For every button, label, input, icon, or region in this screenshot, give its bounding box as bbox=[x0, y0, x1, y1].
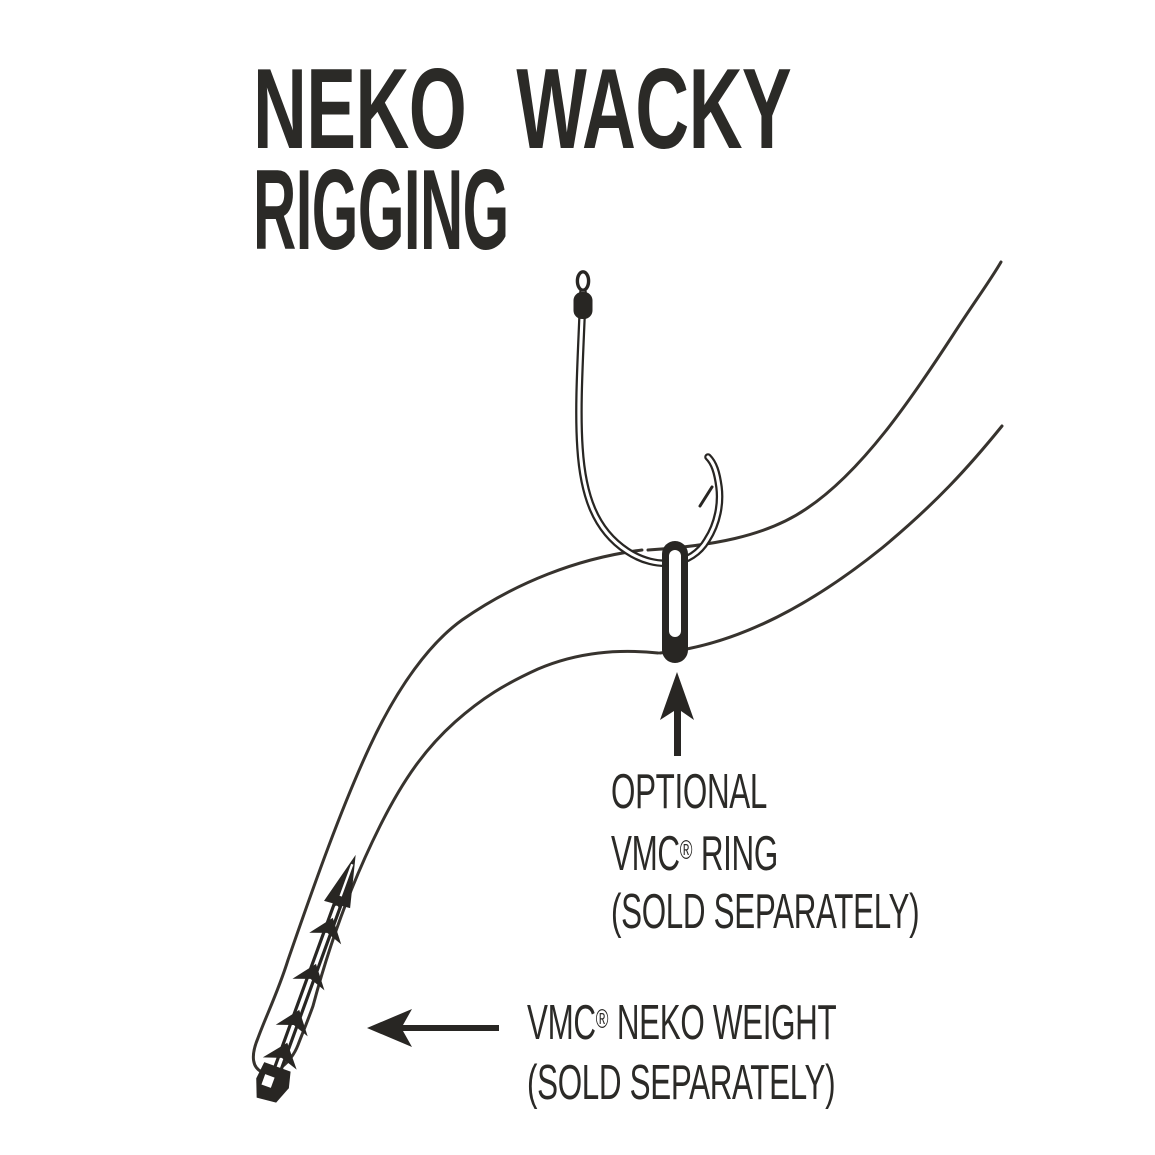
ring-label-line-3: (SOLD SEPARATELY) bbox=[611, 885, 920, 939]
weight-label: VMC® NEKO WEIGHT (SOLD SEPARATELY) bbox=[527, 989, 837, 1113]
worm-lower-right-edge bbox=[658, 424, 1004, 655]
title-line-1: NEKO WACKY bbox=[253, 46, 792, 173]
worm-upper-right-edge bbox=[646, 260, 1003, 552]
page-title: NEKO WACKY RIGGING bbox=[253, 46, 1074, 274]
hook-collar bbox=[573, 292, 593, 319]
hook-wire-inner bbox=[577, 290, 722, 565]
ring-label: OPTIONAL VMC® RING (SOLD SEPARATELY) bbox=[611, 763, 920, 941]
screw-thread-2 bbox=[292, 963, 325, 991]
weight-label-line-1-rest: NEKO WEIGHT bbox=[608, 996, 837, 1050]
registered-mark: ® bbox=[595, 1004, 609, 1034]
title-line-2: RIGGING bbox=[253, 147, 509, 274]
screw-base-notch bbox=[261, 1074, 275, 1088]
brand-name: VMC bbox=[611, 827, 680, 881]
neko-weight-screw-icon bbox=[256, 854, 356, 1103]
hook-eye bbox=[575, 270, 591, 292]
screw-thread-3 bbox=[275, 1009, 308, 1037]
screw-tip bbox=[324, 854, 356, 909]
screw-tip-seam bbox=[339, 863, 354, 897]
o-ring-slot bbox=[669, 550, 681, 637]
ring-label-line-1: OPTIONAL bbox=[611, 765, 768, 819]
screw-thread-1 bbox=[309, 917, 342, 945]
weight-label-line-2: (SOLD SEPARATELY) bbox=[527, 1056, 836, 1110]
up-arrow-icon bbox=[660, 672, 694, 756]
screw-thread-4 bbox=[262, 1042, 297, 1070]
ring-label-line-2-rest: RING bbox=[692, 827, 778, 881]
hook-barb bbox=[698, 485, 714, 508]
neko-o-ring-icon bbox=[662, 541, 688, 663]
left-arrow-icon bbox=[367, 1009, 499, 1047]
soft-plastic-worm-icon bbox=[251, 260, 1004, 1075]
ring-label-line-2: VMC® RING bbox=[611, 821, 919, 883]
registered-mark: ® bbox=[679, 835, 693, 865]
fishing-hook-icon bbox=[573, 270, 724, 567]
weight-label-line-1: VMC® NEKO WEIGHT bbox=[527, 989, 837, 1053]
brand-name: VMC bbox=[527, 996, 596, 1050]
screw-base bbox=[256, 1062, 291, 1103]
